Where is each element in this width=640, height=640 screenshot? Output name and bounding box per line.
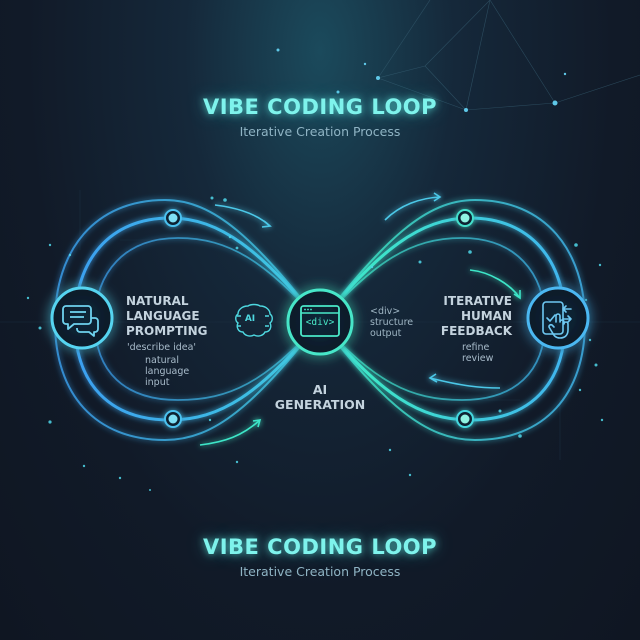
node-detail-line: <div>	[370, 306, 401, 317]
touch-device-icon	[542, 301, 572, 339]
constellation	[377, 0, 640, 111]
ai-brain-label: AI	[244, 314, 256, 324]
code-window-label: <div>	[305, 317, 335, 328]
node-title-line: NATURAL	[126, 294, 189, 308]
ai-brain-icon	[235, 303, 273, 337]
code-window-icon	[300, 305, 340, 337]
left-node-circle	[50, 286, 114, 350]
node-title-line: HUMAN	[460, 309, 512, 323]
node-detail-line: review	[462, 353, 494, 364]
node-title-line: PROMPTING	[126, 324, 208, 338]
node-caption: 'describe idea'	[127, 342, 197, 353]
footer-subtitle: Iterative Creation Process	[239, 564, 401, 579]
flow-arrows	[199, 192, 521, 446]
node-detail-line: structure	[370, 317, 414, 328]
node-title-line: LANGUAGE	[126, 309, 200, 323]
node-detail-line: language	[145, 366, 190, 377]
node-detail-line: output	[370, 328, 402, 339]
right-node-circle	[526, 286, 590, 350]
node-title-line: ITERATIVE	[443, 294, 512, 308]
node-detail-line: input	[145, 377, 170, 388]
track-nodes	[164, 209, 474, 428]
node-title-line: FEEDBACK	[440, 324, 512, 338]
page-title: VIBE CODING LOOP	[202, 95, 438, 119]
node-detail-line: natural	[145, 355, 179, 366]
node-title-line: GENERATION	[274, 397, 366, 412]
chat-bubbles-icon	[62, 305, 99, 337]
page-subtitle: Iterative Creation Process	[239, 124, 401, 139]
particles	[26, 196, 604, 491]
node-title-line: AI	[312, 382, 328, 397]
node-detail-line: refine	[462, 342, 490, 353]
constellation-dots	[276, 48, 567, 112]
footer-title: VIBE CODING LOOP	[202, 535, 438, 559]
